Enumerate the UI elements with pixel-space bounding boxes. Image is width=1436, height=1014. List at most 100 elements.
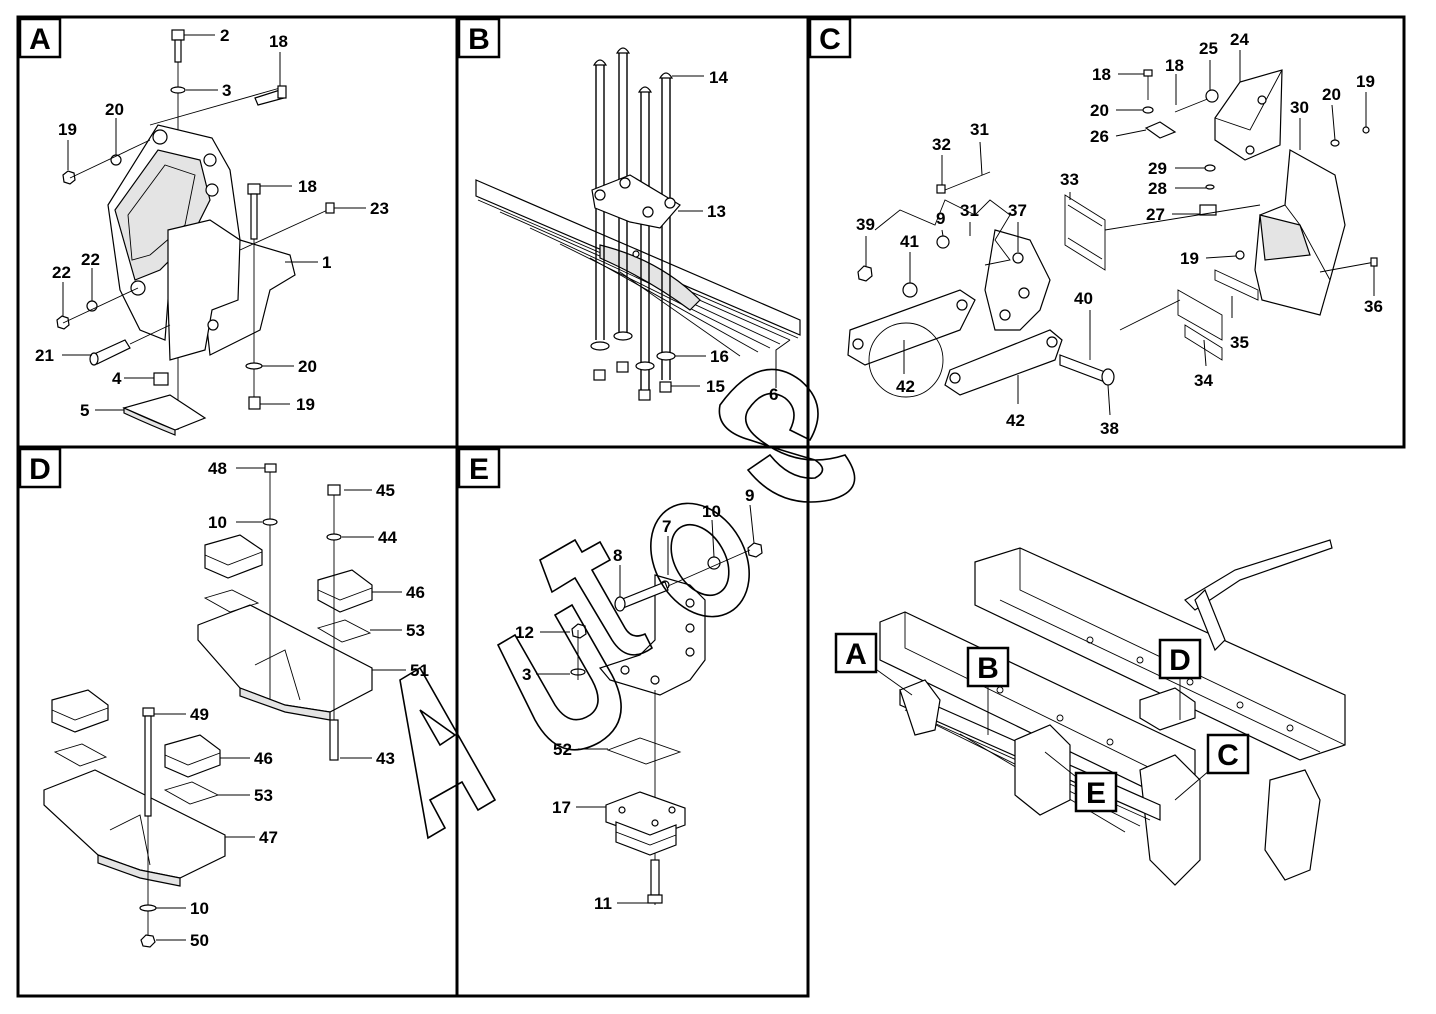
callout-c-30: 30 [1290,98,1309,117]
svg-text:B: B [977,652,999,685]
overview-labels: A B D E C [834,632,1250,813]
callout-c-9: 9 [936,209,945,228]
callout-c-42: 42 [896,377,915,396]
panel-frames [16,15,1406,998]
panel-tag-e: E [457,447,501,489]
callout-c-26: 26 [1090,127,1109,146]
callout-d-10: 10 [208,513,227,532]
panel-b-drawing [475,47,801,401]
callout-c-24: 24 [1230,30,1249,49]
callout-a-19: 19 [58,120,77,139]
callout-e-10: 10 [702,502,721,521]
callout-d-47: 47 [259,828,278,847]
callout-c-27: 27 [1146,205,1165,224]
callout-e-9: 9 [745,486,754,505]
callout-e-7: 7 [662,517,671,536]
svg-text:C: C [1217,739,1239,772]
svg-text:A: A [845,638,867,671]
overview-label-c: C [1206,733,1250,775]
callout-a-2: 2 [220,26,229,45]
callout-a-18: 18 [269,32,288,51]
svg-text:B: B [468,23,490,56]
panel-e-drawing [570,542,763,905]
callout-a-22b: 22 [81,250,100,269]
panel-c-drawing [847,69,1378,398]
panel-tags: A B C D E [18,17,852,489]
callout-d-48: 48 [208,459,227,478]
callout-c-31b: 31 [960,201,979,220]
overview-label-e: E [1074,771,1118,813]
callout-a-3: 3 [222,81,231,100]
callout-c-42b: 42 [1006,411,1025,430]
callout-c-18: 18 [1092,65,1111,84]
callout-d-49: 49 [190,705,209,724]
callout-c-35: 35 [1230,333,1249,352]
callout-d-46: 46 [406,583,425,602]
callout-c-32: 32 [932,135,951,154]
callout-d-50: 50 [190,931,209,950]
svg-text:E: E [1086,777,1106,810]
callout-a-21: 21 [35,346,54,365]
callout-c-40: 40 [1074,289,1093,308]
callout-c-38: 38 [1100,419,1119,438]
callout-d-46b: 46 [254,749,273,768]
callout-d-43: 43 [376,749,395,768]
callout-e-17: 17 [552,798,571,817]
svg-text:D: D [29,453,51,486]
callout-c-18b: 18 [1165,56,1184,75]
callout-b-16: 16 [710,347,729,366]
panel-tag-a: A [18,17,62,59]
callout-b-14: 14 [709,68,728,87]
callout-c-37: 37 [1008,201,1027,220]
overview-label-b: B [966,646,1010,688]
callout-a-22: 22 [52,263,71,282]
callout-c-36: 36 [1364,297,1383,316]
callout-a-20: 20 [105,100,124,119]
callout-b-15: 15 [706,377,725,396]
callout-c-20b: 20 [1322,85,1341,104]
callout-b-13: 13 [707,202,726,221]
callout-c-41: 41 [900,232,919,251]
callout-c-25: 25 [1199,39,1218,58]
svg-text:E: E [469,453,489,486]
callout-c-39: 39 [856,215,875,234]
callout-a-4: 4 [112,369,122,388]
overview-label-d: D [1158,638,1202,680]
panel-tag-b: B [457,17,501,59]
callout-e-3: 3 [522,665,531,684]
overview-label-a: A [834,632,878,674]
callout-a-20b: 20 [298,357,317,376]
callout-a-1: 1 [322,253,331,272]
callout-leaders [62,34,1375,941]
callout-c-28: 28 [1148,179,1167,198]
svg-text:D: D [1169,644,1191,677]
callout-d-10b: 10 [190,899,209,918]
callout-d-45: 45 [376,481,395,500]
callout-a-23: 23 [370,199,389,218]
callout-e-8: 8 [613,546,622,565]
panel-tag-d: D [18,447,62,489]
callout-d-44: 44 [378,528,397,547]
callout-d-53: 53 [406,621,425,640]
svg-text:C: C [819,23,841,56]
callout-c-19b: 19 [1180,249,1199,268]
callout-c-19: 19 [1356,72,1375,91]
callout-e-11: 11 [594,894,612,913]
callout-c-33: 33 [1060,170,1079,189]
callout-d-53b: 53 [254,786,273,805]
watermark-logo [399,368,856,840]
callout-c-31: 31 [970,120,989,139]
callout-a-5: 5 [80,401,89,420]
panel-tag-c: C [808,17,852,59]
svg-text:A: A [29,23,51,56]
panel-d-drawing [43,463,373,948]
callout-c-29: 29 [1148,159,1167,178]
callout-c-20: 20 [1090,101,1109,120]
panel-a-drawing [56,29,335,436]
callout-c-34: 34 [1194,371,1213,390]
callout-e-12: 12 [515,623,534,642]
chassis-overview-drawing [869,539,1346,886]
callout-a-18b: 18 [298,177,317,196]
callout-numbers: 2 3 18 20 19 18 23 1 22 22 21 20 4 5 19 … [35,26,1383,950]
